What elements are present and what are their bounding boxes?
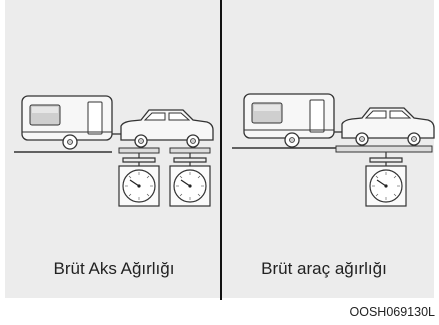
left-scene bbox=[14, 95, 214, 207]
scale-dial-front-axle bbox=[118, 165, 160, 207]
image-code-label: OOSH069130L bbox=[349, 305, 435, 319]
scale-dial-vehicle bbox=[365, 165, 407, 207]
caption-gross-axle-weight: Brüt Aks Ağırlığı bbox=[53, 259, 175, 278]
car-right bbox=[341, 107, 435, 146]
caravan-right bbox=[243, 93, 351, 148]
scale-dial-rear-axle bbox=[169, 165, 211, 207]
axle-scale-platforms bbox=[118, 147, 211, 166]
caravan-left bbox=[21, 95, 129, 150]
center-divider bbox=[220, 0, 222, 300]
car-left bbox=[120, 109, 214, 148]
caption-gross-vehicle-weight: Brüt araç ağırlığı bbox=[261, 259, 387, 278]
vehicle-scale-platform bbox=[335, 145, 433, 166]
right-scene bbox=[232, 93, 435, 207]
